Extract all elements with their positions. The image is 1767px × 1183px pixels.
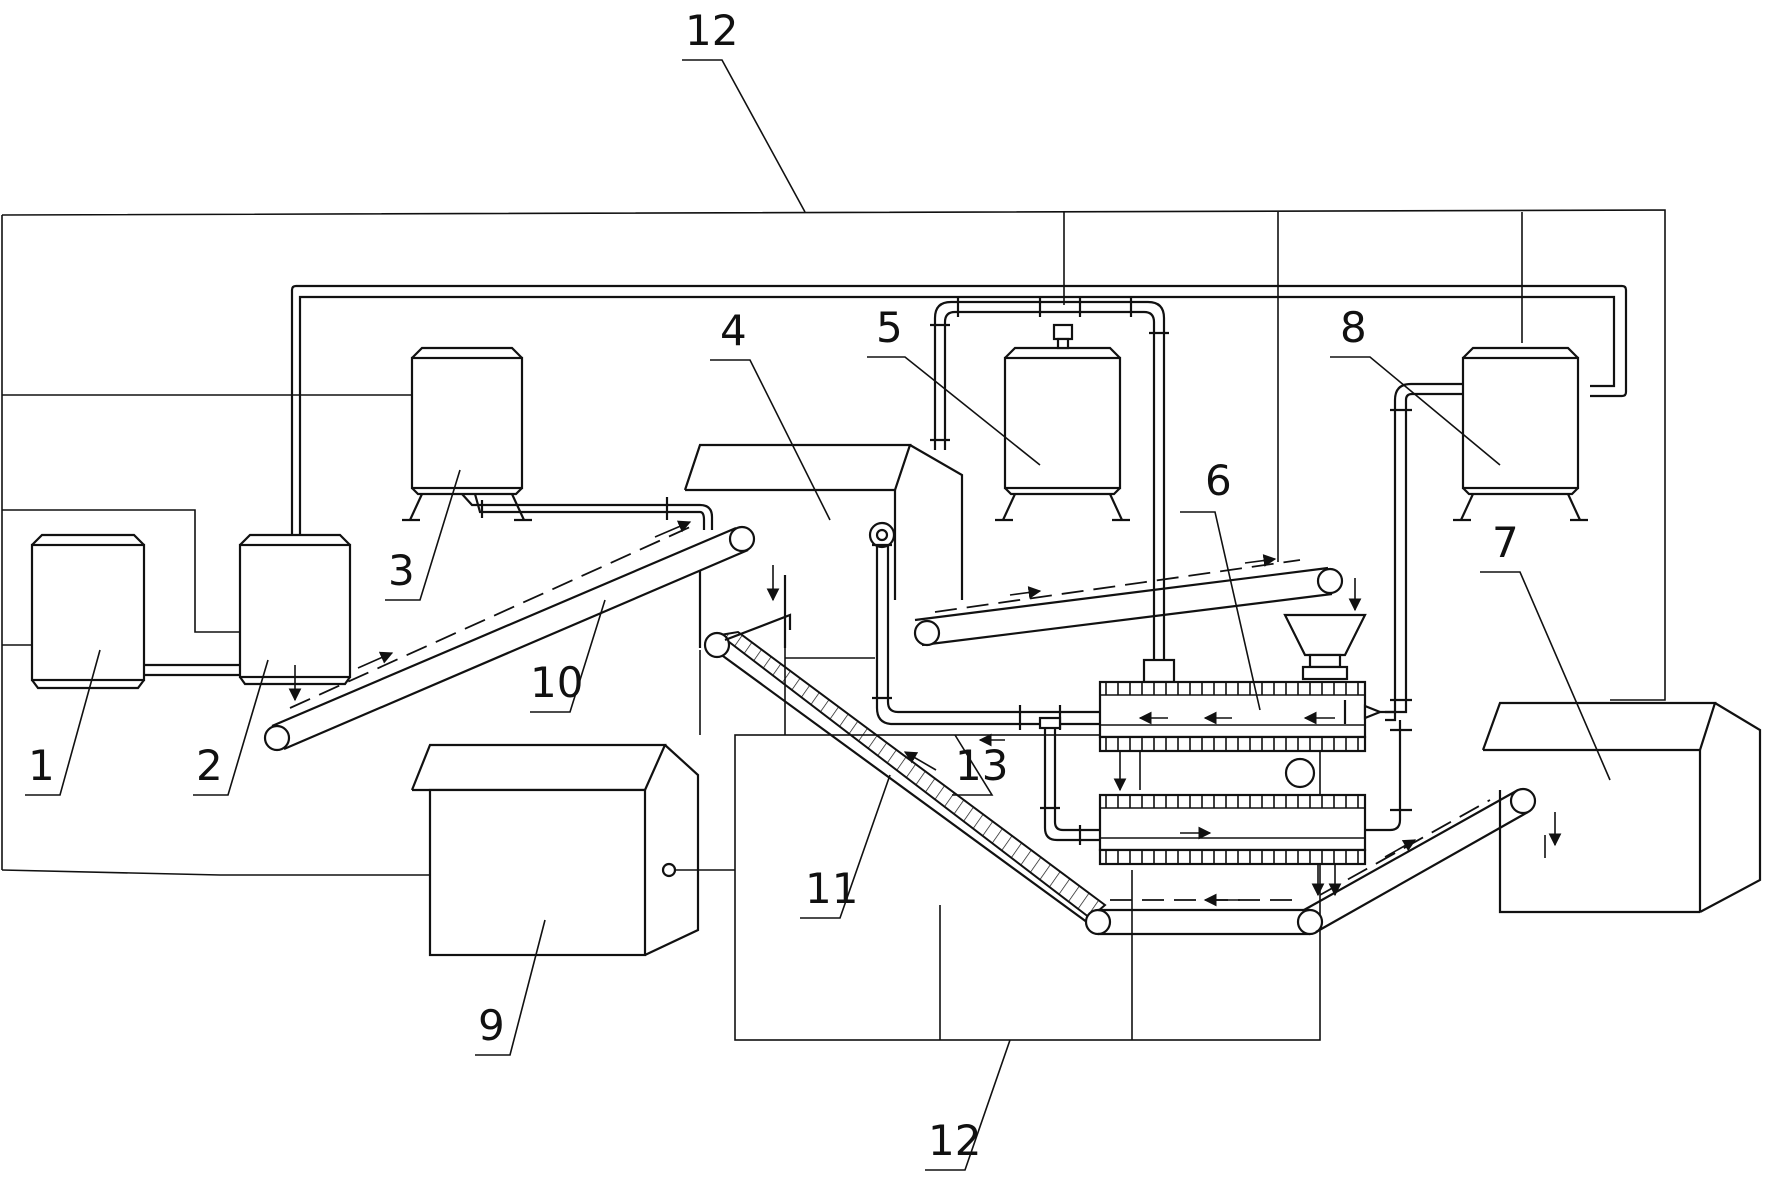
top-pipe-loop <box>290 284 1628 535</box>
tank-2 <box>238 533 352 702</box>
label-10: 10 <box>530 658 583 707</box>
control-box-9 <box>410 743 700 957</box>
enclosure-4 <box>683 443 964 659</box>
enclosure-7 <box>1481 701 1762 914</box>
conveyor-11 <box>703 613 1112 936</box>
conveyor-middle <box>913 554 1362 647</box>
tank-1 <box>30 533 146 690</box>
label-12-bottom: 12 <box>928 1116 981 1165</box>
label-8: 8 <box>1340 303 1367 352</box>
control-line-frame <box>1 209 1666 1041</box>
conveyor-to-unit-7 <box>1303 787 1537 933</box>
leader-lines <box>25 59 1611 1171</box>
label-3: 3 <box>388 546 415 595</box>
tank-3 <box>402 346 532 522</box>
callout-labels: 1 2 3 4 5 6 7 8 9 10 11 12 12 13 <box>28 6 1519 1165</box>
label-13: 13 <box>955 741 1008 790</box>
tank-5 <box>995 323 1130 522</box>
label-12-top: 12 <box>685 6 738 55</box>
conveyor-10 <box>263 520 756 752</box>
motor <box>1284 757 1316 789</box>
pipe-tank-8 <box>1343 382 1420 832</box>
label-11: 11 <box>805 864 858 913</box>
label-1: 1 <box>28 741 55 790</box>
hopper <box>1283 613 1367 681</box>
pipe-tank-5 <box>930 297 1176 684</box>
pipe-3-to-conveyor <box>461 493 714 530</box>
unit-6-lower <box>1098 751 1367 897</box>
label-2: 2 <box>196 741 223 790</box>
label-7: 7 <box>1492 518 1519 567</box>
label-5: 5 <box>876 303 903 352</box>
conveyor-bottom <box>1098 893 1324 936</box>
tank-8 <box>1420 346 1588 522</box>
label-6: 6 <box>1205 456 1232 505</box>
label-9: 9 <box>478 1001 505 1050</box>
unit-6-upper <box>1098 680 1367 753</box>
pipe-13 <box>868 521 1100 845</box>
label-4: 4 <box>720 306 747 355</box>
